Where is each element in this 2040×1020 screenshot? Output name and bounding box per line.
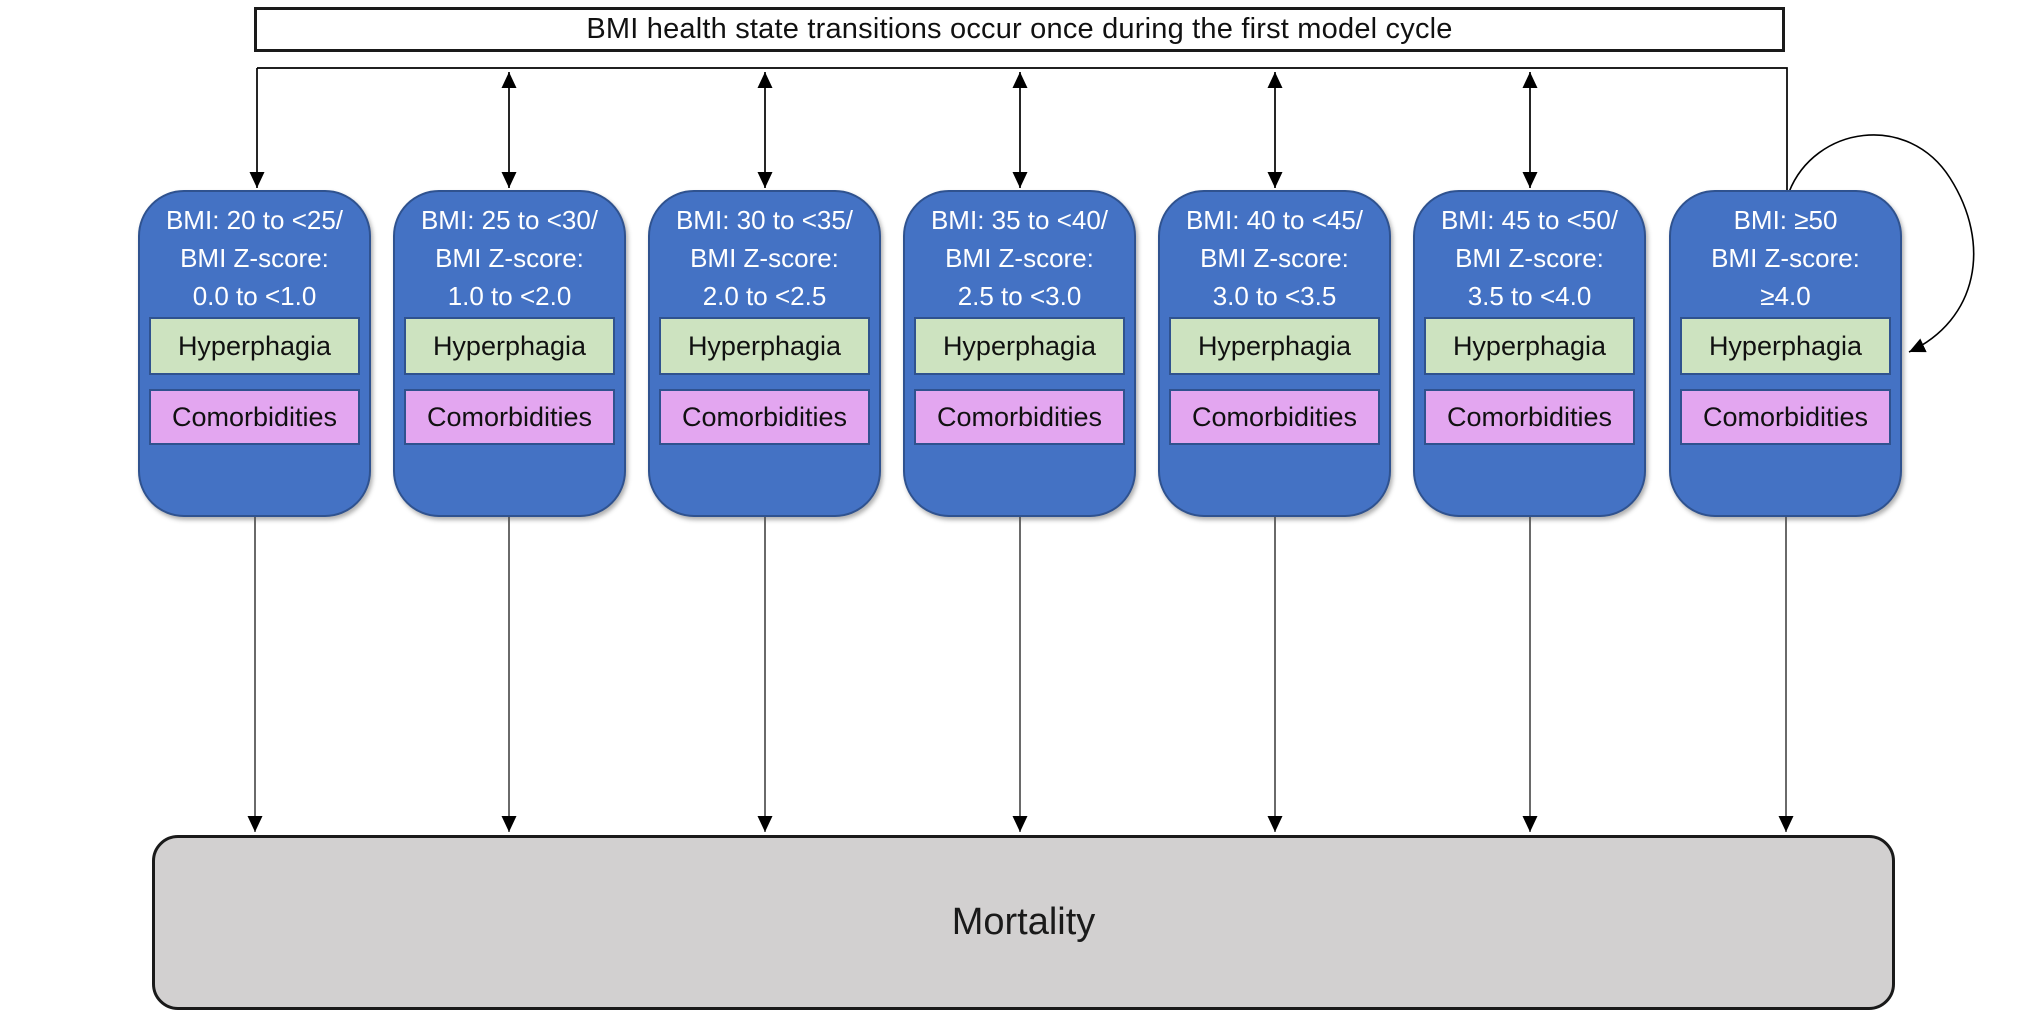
hyperphagia-box: Hyperphagia [914,317,1125,375]
banner-rail-line [257,67,1788,191]
state-title-line: ≥4.0 [1760,281,1811,311]
state-box-bmi-20-25: BMI: 20 to <25/ BMI Z-score: 0.0 to <1.0… [138,190,371,517]
state-title-line: BMI: 35 to <40/ [930,205,1109,235]
state-title-line: BMI Z-score: [435,243,584,273]
state-title-line: BMI Z-score: [690,243,839,273]
comorbidities-box: Comorbidities [914,389,1125,445]
comorbidities-box: Comorbidities [1424,389,1635,445]
state-title-line: BMI: ≥50 [1733,205,1838,235]
comorbidities-box: Comorbidities [659,389,870,445]
state-box-bmi-35-40: BMI: 35 to <40/ BMI Z-score: 2.5 to <3.0… [903,190,1136,517]
state-title-line: BMI Z-score: [1455,243,1604,273]
state-title-line: 3.0 to <3.5 [1212,281,1337,311]
state-title-line: BMI: 20 to <25/ [165,205,344,235]
hyperphagia-box: Hyperphagia [404,317,615,375]
state-title-line: BMI Z-score: [1200,243,1349,273]
comorbidities-box: Comorbidities [1680,389,1891,445]
state-title-line: 2.0 to <2.5 [702,281,827,311]
state-title: BMI: 30 to <35/ BMI Z-score: 2.0 to <2.5 [650,201,879,315]
hyperphagia-box: Hyperphagia [1680,317,1891,375]
state-title-line: 2.5 to <3.0 [957,281,1082,311]
comorbidities-box: Comorbidities [149,389,360,445]
state-title-line: BMI Z-score: [180,243,329,273]
state-title-line: BMI: 45 to <50/ [1440,205,1619,235]
comorbidities-box: Comorbidities [404,389,615,445]
state-box-bmi-45-50: BMI: 45 to <50/ BMI Z-score: 3.5 to <4.0… [1413,190,1646,517]
state-title-line: BMI: 30 to <35/ [675,205,854,235]
state-title-line: BMI: 25 to <30/ [420,205,599,235]
state-title-line: BMI: 40 to <45/ [1185,205,1364,235]
hyperphagia-box: Hyperphagia [1169,317,1380,375]
banner-text: BMI health state transitions occur once … [586,13,1453,45]
state-box-bmi-30-35: BMI: 30 to <35/ BMI Z-score: 2.0 to <2.5… [648,190,881,517]
state-title: BMI: 25 to <30/ BMI Z-score: 1.0 to <2.0 [395,201,624,315]
state-title-line: 0.0 to <1.0 [192,281,317,311]
state-title: BMI: 20 to <25/ BMI Z-score: 0.0 to <1.0 [140,201,369,315]
self-loop-arrow [1788,134,1975,353]
state-title: BMI: 40 to <45/ BMI Z-score: 3.0 to <3.5 [1160,201,1389,315]
state-title: BMI: ≥50 BMI Z-score: ≥4.0 [1671,201,1900,315]
hyperphagia-box: Hyperphagia [1424,317,1635,375]
comorbidities-box: Comorbidities [1169,389,1380,445]
state-title-line: 1.0 to <2.0 [447,281,572,311]
state-title-line: BMI Z-score: [945,243,1094,273]
banner-box: BMI health state transitions occur once … [254,7,1785,52]
state-box-bmi-25-30: BMI: 25 to <30/ BMI Z-score: 1.0 to <2.0… [393,190,626,517]
mortality-label: Mortality [951,901,1096,943]
hyperphagia-box: Hyperphagia [149,317,360,375]
state-box-bmi-50-plus: BMI: ≥50 BMI Z-score: ≥4.0 Hyperphagia C… [1669,190,1902,517]
state-title-line: 3.5 to <4.0 [1467,281,1592,311]
state-title: BMI: 45 to <50/ BMI Z-score: 3.5 to <4.0 [1415,201,1644,315]
mortality-box: Mortality [152,835,1895,1010]
hyperphagia-box: Hyperphagia [659,317,870,375]
state-title-line: BMI Z-score: [1711,243,1860,273]
state-title: BMI: 35 to <40/ BMI Z-score: 2.5 to <3.0 [905,201,1134,315]
state-box-bmi-40-45: BMI: 40 to <45/ BMI Z-score: 3.0 to <3.5… [1158,190,1391,517]
